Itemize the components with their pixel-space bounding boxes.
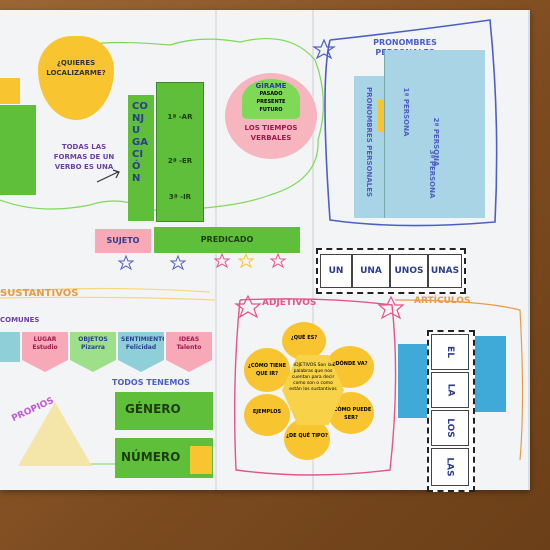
forms-text: TODAS LAS FORMAS DE UN VERBO ES UNA [53, 143, 115, 171]
genero-card[interactable]: GÉNERO [115, 392, 213, 430]
petal-3[interactable]: ¿CÓMO TIENE QUE IR? [244, 348, 290, 392]
indef-article-4[interactable]: UNAS [428, 254, 462, 288]
def-article-3[interactable]: LOS [431, 410, 469, 446]
girame-item-3: FUTURO [259, 107, 283, 113]
girame-item-2: PRESENTE [256, 99, 286, 105]
localizarme-text: ¿QUIERES LOCALIZARME? [46, 59, 106, 77]
conjugacion-flaps[interactable]: 1ª -AR 2ª -ER 3ª -IR [156, 82, 204, 222]
pronombres-side-label: PRONOMBRES PERSONALES [365, 86, 373, 198]
adjetivos-center-text: ADJETIVOS Son las palabras que nos cuent… [289, 363, 337, 392]
pennant-1-label: LUGAR Estudio [32, 336, 58, 351]
girame-item-1: PASADO [259, 91, 283, 97]
pennant-cut[interactable] [0, 332, 20, 362]
def-article-2[interactable]: LA [431, 372, 469, 408]
numero-tab[interactable] [190, 446, 212, 474]
def-article-1-text: EL [444, 346, 455, 358]
indef-article-3[interactable]: UNOS [390, 254, 428, 288]
petal-5[interactable]: EJEMPLOS [244, 394, 290, 436]
petal-3-text: ¿CÓMO TIENE QUE IR? [247, 363, 287, 377]
petal-2-text: ¿DÓNDE VA? [332, 361, 368, 367]
todos-tenemos: TODOS TENEMOS [112, 378, 190, 387]
petal-4-text: ¿CÓMO PUEDE SER? [330, 407, 372, 421]
tiempos-label: LOS TIEMPOS VERBALES [244, 124, 298, 142]
petal-5-text: EJEMPLOS [252, 409, 282, 415]
board-fold-right [312, 10, 314, 490]
def-article-4[interactable]: LAS [431, 448, 469, 486]
articulos-pocket-left [398, 344, 432, 418]
petal-1-text: ¿QUÉ ES? [290, 335, 318, 341]
conjugacion-spine: CONJUGACIÓN [128, 95, 154, 221]
sustantivos-title: SUSTANTIVOS [0, 288, 79, 299]
indef-article-1[interactable]: UN [320, 254, 352, 288]
def-article-1[interactable]: EL [431, 334, 469, 370]
adjetivos-title: ADJETIVOS [262, 298, 317, 308]
numero-label: NÚMERO [121, 450, 181, 464]
petal-6[interactable]: ¿DE QUÉ TIPO? [284, 418, 330, 460]
girame-wheel[interactable]: GÍRAME PASADO PRESENTE FUTURO [242, 79, 300, 119]
comunes-label: COMUNES [0, 316, 40, 324]
pennant-2-label: OBJETOS Pizarra [78, 336, 108, 351]
sujeto-label: SUJETO [106, 236, 140, 245]
pronombres-side-panel: PRONOMBRES PERSONALES [354, 76, 384, 218]
pronombres-flaps[interactable]: 1ª PERSONA 2ª PERSONA 3ª PERSONA [384, 50, 485, 218]
petal-1[interactable]: ¿QUÉ ES? [282, 322, 326, 360]
green-envelope[interactable] [0, 105, 36, 195]
genero-label: GÉNERO [125, 402, 181, 416]
conj-tab-3[interactable]: 3ª -IR [168, 193, 192, 201]
sujeto-strip[interactable]: SUJETO [95, 229, 151, 253]
indef-article-2[interactable]: UNA [352, 254, 390, 288]
predicado-strip[interactable]: PREDICADO [154, 227, 300, 253]
predicado-label: PREDICADO [200, 235, 254, 244]
adjetivos-center: ADJETIVOS Son las palabras que nos cuent… [282, 355, 344, 425]
girame-title: GÍRAME [255, 82, 287, 90]
articulos-title: ARTÍCULOS [414, 296, 471, 306]
conj-tab-2[interactable]: 2ª -ER [167, 157, 193, 165]
small-yellow-note [0, 78, 20, 104]
pronombre-col-1: 1ª PERSONA [402, 87, 410, 137]
def-article-2-text: LA [444, 383, 455, 397]
pennant-4-label: IDEAS Talento [176, 336, 202, 351]
def-article-4-text: LAS [445, 457, 455, 477]
def-article-3-text: LOS [444, 418, 455, 438]
petal-6-text: ¿DE QUÉ TIPO? [286, 433, 328, 439]
pennant-3-label: SENTIMIENTO Felicidad [121, 336, 168, 351]
conj-tab-1[interactable]: 1ª -AR [167, 113, 193, 121]
tiempos-circle[interactable]: GÍRAME PASADO PRESENTE FUTURO LOS TIEMPO… [225, 73, 317, 159]
localizarme-note[interactable]: ¿QUIERES LOCALIZARME? [38, 36, 114, 120]
conjugacion-label: CONJUGACIÓN [132, 101, 148, 184]
articulos-pocket-right [470, 336, 506, 412]
pronombre-col-3: 3ª PERSONA [428, 149, 436, 199]
